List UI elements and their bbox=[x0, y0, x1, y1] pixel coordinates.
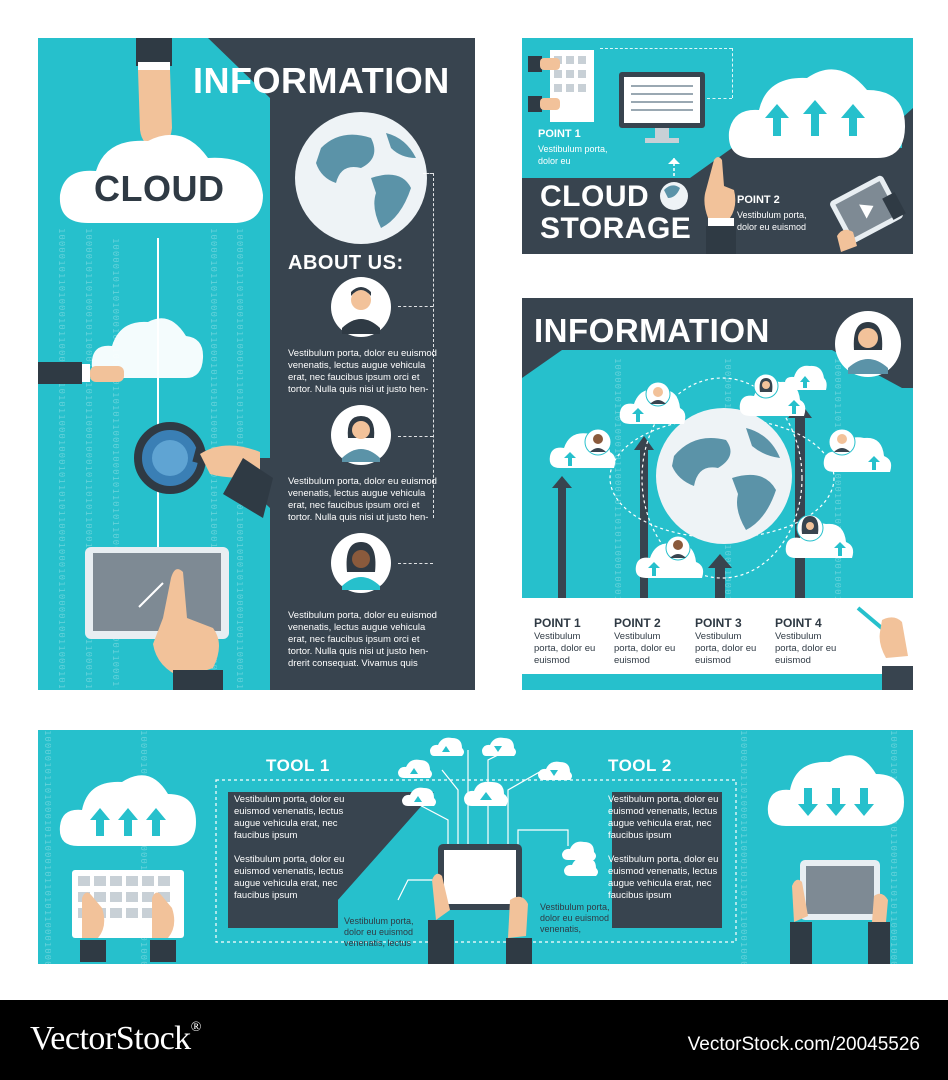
point-body: Vestibulum porta, dolor eu euismod bbox=[775, 631, 837, 666]
tool2-text: Vestibulum porta, dolor eu euismod venen… bbox=[608, 854, 719, 901]
cloud-avatar-icon bbox=[823, 428, 892, 472]
point-body: Vestibulum porta, dolor eu euismod bbox=[695, 631, 757, 666]
banner-tools: 1000010110100010110001011010110001000101… bbox=[38, 730, 913, 964]
cloud-avatar-icon bbox=[549, 428, 616, 468]
monitor-icon bbox=[619, 72, 705, 143]
tablet-icon bbox=[790, 860, 890, 964]
connector-line bbox=[707, 98, 732, 99]
cloud-icon bbox=[728, 69, 905, 158]
avatar-icon bbox=[331, 277, 391, 337]
logo-text: VectorStock bbox=[30, 1020, 191, 1057]
cloud-avatar-icon bbox=[785, 514, 854, 558]
tool1-title: TOOL 1 bbox=[266, 756, 330, 775]
binary-stream: 1000010110100010110001011010110001000101… bbox=[138, 730, 147, 964]
point2-body: Vestibulum porta, dolor eu euismod bbox=[737, 210, 807, 232]
point-title: POINT 4 bbox=[775, 616, 822, 630]
image-url: VectorStock.com/20045526 bbox=[687, 1034, 920, 1055]
connector-line bbox=[398, 563, 433, 564]
hand-icon bbox=[38, 362, 124, 384]
sleeve-icon bbox=[223, 458, 273, 518]
center-right-text: Vestibulum porta, dolor eu euismod venen… bbox=[540, 902, 610, 934]
connector-line bbox=[600, 48, 732, 49]
cloud-avatar-icon bbox=[619, 381, 686, 424]
point-body: Vestibulum porta, dolor eu euismod bbox=[614, 631, 676, 666]
hand-icon bbox=[153, 569, 223, 690]
point1-title: POINT 1 bbox=[538, 128, 581, 140]
tablet-icon bbox=[85, 547, 229, 639]
poster3-title: INFORMATION bbox=[534, 312, 770, 349]
poster-cloud-storage: POINT 1 Vestibulum porta, dolor eu CLOUD… bbox=[522, 38, 913, 254]
avatar-icon bbox=[331, 533, 391, 593]
tool2-title: TOOL 2 bbox=[608, 756, 672, 775]
poster-about-us: 1000010110100010110001011010110001000101… bbox=[38, 38, 475, 690]
banner-shapes bbox=[215, 749, 737, 943]
cloud-icon bbox=[59, 775, 197, 846]
connector-line bbox=[398, 436, 433, 437]
point2-title: POINT 2 bbox=[737, 194, 780, 206]
cloud-label: CLOUD bbox=[94, 168, 225, 209]
vectorstock-logo: VectorStock® bbox=[30, 1020, 201, 1058]
cloud-storage-title-line1: CLOUD bbox=[540, 180, 650, 213]
tablet-icon bbox=[830, 175, 906, 252]
hand-icon bbox=[136, 38, 172, 148]
globe-icon bbox=[656, 408, 792, 544]
cloud-upload-icon bbox=[784, 365, 827, 390]
connector-line bbox=[433, 173, 434, 518]
cloud-avatar-icon bbox=[739, 373, 806, 416]
small-cloud-icon bbox=[91, 318, 204, 378]
point-body: Vestibulum porta, dolor eu euismod bbox=[534, 631, 596, 666]
globe-icon bbox=[660, 158, 688, 210]
cloud-avatar-icon bbox=[635, 535, 704, 578]
about-heading: ABOUT US: bbox=[288, 252, 404, 274]
cloud-storage-title-line2: STORAGE bbox=[540, 212, 692, 245]
binary-stream: 1000010110100010110001011010110001000101… bbox=[612, 358, 621, 628]
about-paragraph: Vestibulum porta, dolor eu euismod venen… bbox=[288, 476, 437, 523]
cloud-icon bbox=[767, 755, 904, 826]
connector-line bbox=[423, 173, 433, 174]
tool1-text: Vestibulum porta, dolor eu euismod venen… bbox=[234, 794, 345, 841]
cloud-icon bbox=[59, 134, 263, 223]
cloud-network-icon bbox=[398, 737, 598, 876]
pen-icon bbox=[856, 606, 913, 690]
network-background bbox=[522, 298, 913, 674]
connector-line bbox=[398, 306, 433, 307]
binary-stream: 1000010110100010110001011010110001000101… bbox=[42, 730, 51, 964]
tool1-text: Vestibulum porta, dolor eu euismod venen… bbox=[234, 854, 345, 901]
keyboard-icon bbox=[72, 870, 184, 962]
binary-stream: 1000010110100010110001011010110001000101… bbox=[888, 730, 897, 964]
binary-stream: 1000010110100010110001011010110001000101… bbox=[110, 238, 119, 688]
hand-icon bbox=[704, 157, 736, 254]
binary-stream: 1000010110100010110001011010110001000101… bbox=[832, 358, 841, 628]
about-paragraph: Vestibulum porta, dolor eu euismod venen… bbox=[288, 610, 437, 669]
binary-stream: 1000010110100010110001011010110001000101… bbox=[83, 228, 92, 688]
poster1-title: INFORMATION bbox=[193, 60, 450, 101]
binary-stream: 1000010110100010110001011010110001000101… bbox=[56, 228, 65, 688]
magnifier-icon bbox=[134, 422, 260, 494]
avatar-icon bbox=[331, 405, 391, 465]
point1-body: Vestibulum porta, dolor eu bbox=[538, 144, 608, 166]
point-title: POINT 1 bbox=[534, 616, 581, 630]
connector-line bbox=[732, 48, 733, 98]
binary-stream: 1000010110100010110001011010110001000101… bbox=[738, 730, 747, 964]
avatar-icon bbox=[835, 311, 901, 377]
poster-information-network: 1000010110100010110001011010110001000101… bbox=[522, 298, 913, 690]
point-title: POINT 2 bbox=[614, 616, 661, 630]
tablet-icon bbox=[428, 844, 532, 964]
point-title: POINT 3 bbox=[695, 616, 742, 630]
footer-bar: VectorStock® VectorStock.com/20045526 bbox=[0, 1000, 948, 1080]
logo-mark: ® bbox=[190, 1020, 202, 1035]
globe-icon bbox=[295, 112, 427, 244]
keyboard-icon bbox=[528, 50, 594, 122]
about-paragraph: Vestibulum porta, dolor eu euismod venen… bbox=[288, 348, 437, 395]
center-left-text: Vestibulum porta, dolor eu euismod venen… bbox=[344, 916, 414, 948]
tool2-text: Vestibulum porta, dolor eu euismod venen… bbox=[608, 794, 719, 841]
